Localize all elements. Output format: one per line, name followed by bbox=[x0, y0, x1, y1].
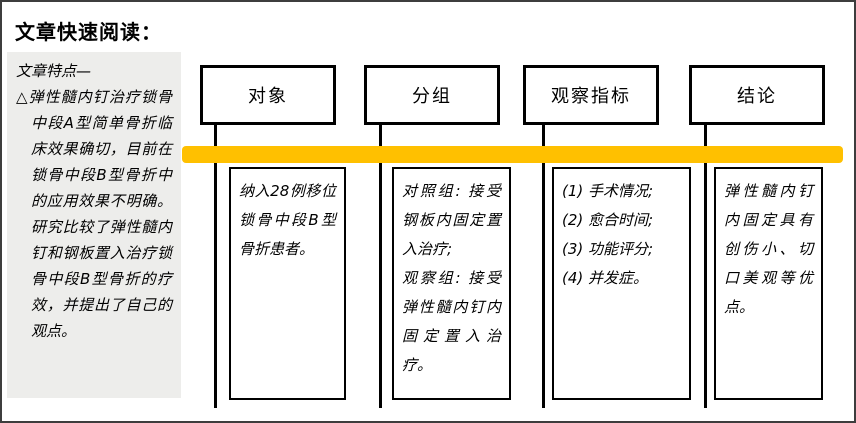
header-box-grouping: 分组 bbox=[364, 65, 500, 125]
sidebar-note: △弹性髓内钉治疗锁骨中段A型简单骨折临床效果确切，目前在锁骨中段B型骨折中的应用… bbox=[16, 88, 172, 340]
page-title: 文章快速阅读： bbox=[15, 20, 162, 44]
header-label-grouping: 分组 bbox=[412, 86, 452, 107]
content-box-conclusion: 弹性髓内钉内固定具有创伤小、切口美观等优点。 bbox=[714, 167, 823, 400]
header-label-conclusion: 结论 bbox=[737, 86, 777, 107]
connector-line-conclusion bbox=[704, 125, 707, 408]
header-label-indicators: 观察指标 bbox=[551, 86, 631, 107]
header-box-indicators: 观察指标 bbox=[523, 65, 659, 125]
header-box-conclusion: 结论 bbox=[689, 65, 825, 125]
content-box-subject: 纳入28例移位锁骨中段B型骨折患者。 bbox=[229, 167, 346, 400]
connector-line-subject bbox=[214, 125, 217, 408]
content-box-grouping: 对照组: 接受钢板内固定置入治疗; 观察组: 接受弹性髓内钉内固定置入治疗。 bbox=[392, 167, 511, 400]
header-label-subject: 对象 bbox=[248, 86, 288, 107]
content-text-subject: 纳入28例移位锁骨中段B型骨折患者。 bbox=[239, 182, 336, 258]
content-text-grouping: 对照组: 接受钢板内固定置入治疗; 观察组: 接受弹性髓内钉内固定置入治疗。 bbox=[402, 182, 501, 374]
header-box-subject: 对象 bbox=[200, 65, 336, 125]
connector-line-grouping bbox=[379, 125, 382, 408]
sidebar-heading: 文章特点— bbox=[16, 62, 92, 80]
sidebar: 文章特点— △弹性髓内钉治疗锁骨中段A型简单骨折临床效果确切，目前在锁骨中段B型… bbox=[7, 52, 181, 398]
content-box-indicators: (1) 手术情况; (2) 愈合时间; (3) 功能评分; (4) 并发症。 bbox=[552, 167, 691, 400]
connector-line-indicators bbox=[542, 125, 545, 408]
content-text-indicators: (1) 手术情况; (2) 愈合时间; (3) 功能评分; (4) 并发症。 bbox=[562, 182, 654, 287]
timeline-band bbox=[182, 146, 843, 163]
content-text-conclusion: 弹性髓内钉内固定具有创伤小、切口美观等优点。 bbox=[724, 182, 813, 316]
